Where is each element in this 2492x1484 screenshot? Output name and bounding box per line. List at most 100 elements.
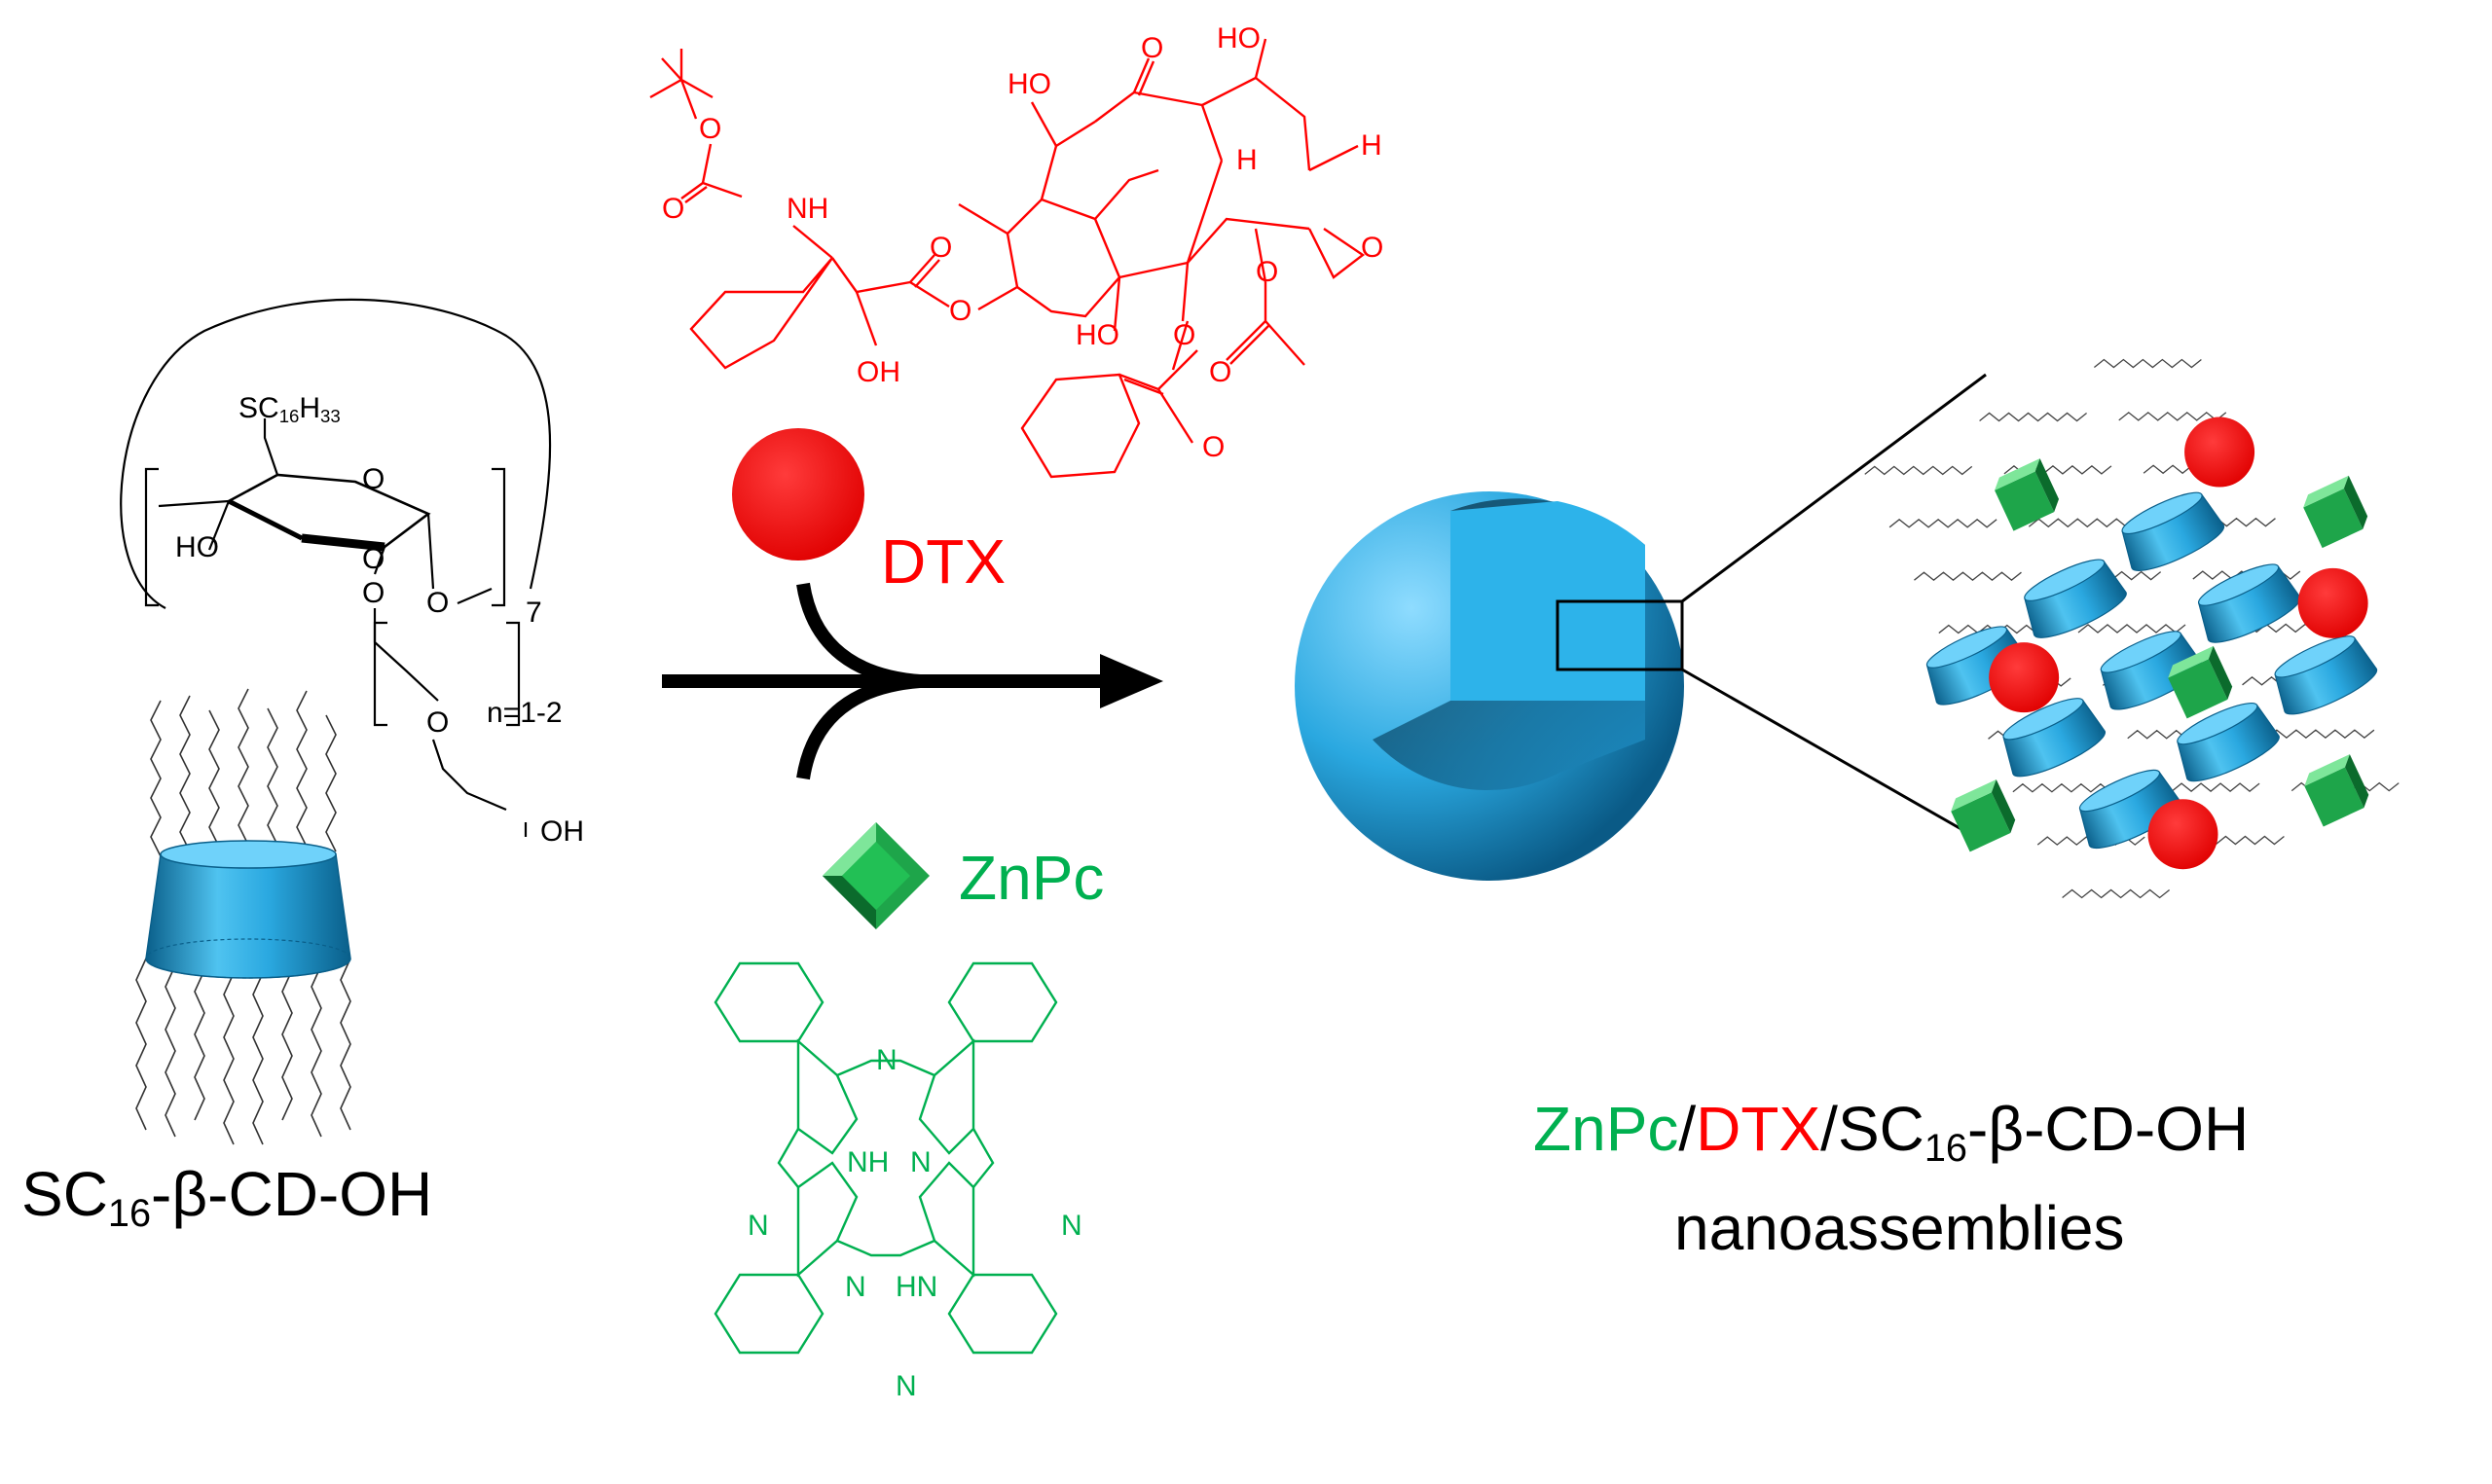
- chain-oxygen-1-label: O: [362, 577, 385, 609]
- lattice-alkyl-chain: [2062, 888, 2171, 899]
- product-label-line1: ZnPc/DTX/SC16-β-CD-OH: [1533, 1094, 2250, 1171]
- dtx-o-boc2: O: [662, 193, 685, 225]
- lattice-dtx-ball: [2297, 567, 2368, 638]
- cd-cartoon: [135, 688, 351, 1145]
- pc-n-bottom: N: [896, 1370, 917, 1402]
- cd-cone-bottom-rim: [145, 938, 351, 979]
- left-link-bond: [158, 499, 230, 508]
- dtx-o-oxetane: O: [1361, 232, 1384, 264]
- left-bracket: [144, 467, 159, 607]
- lattice-alkyl-chain: [2266, 729, 2375, 740]
- cyclodextrin-structure: [120, 298, 552, 837]
- thio-substituent-label: SC16H33: [238, 392, 341, 427]
- chain-oxygen-2-label: O: [426, 706, 450, 739]
- lattice-znpc-cube: [1995, 458, 2060, 531]
- repeat-count-label: 7: [526, 597, 542, 629]
- pc-n-top: N: [876, 1044, 898, 1076]
- lattice-alkyl-chain: [2028, 518, 2137, 528]
- merge-curve-bottom: [796, 674, 921, 780]
- alkyl-tails-top: [150, 688, 337, 857]
- macrocycle-loop: [120, 298, 552, 609]
- pc-nh-left: NH: [847, 1146, 890, 1178]
- ring-oxygen-label: O: [362, 463, 385, 495]
- pc-hn-br: HN: [896, 1271, 938, 1303]
- pc-n-right: N: [1061, 1210, 1082, 1242]
- pc-n-right-inner: N: [910, 1146, 932, 1178]
- alkyl-tails-bottom: [135, 958, 351, 1145]
- lattice-cyclodextrin: [2197, 563, 2301, 643]
- dtx-ho-bottom: HO: [1076, 319, 1119, 351]
- lattice-cyclodextrin: [2177, 702, 2280, 782]
- reaction-arrow: [662, 582, 1163, 780]
- dtx-h-1: H: [1236, 144, 1258, 176]
- anomeric-bond: [426, 513, 435, 590]
- znpc-label: ZnPc: [959, 843, 1105, 913]
- dtx-o-ester1: O: [930, 232, 953, 264]
- lattice-cyclodextrin: [2002, 698, 2107, 778]
- nanoparticle-sphere: [1295, 373, 1987, 881]
- pc-n-left: N: [748, 1210, 769, 1242]
- right-bracket: [492, 467, 506, 607]
- dtx-ho-right: HO: [1217, 22, 1261, 54]
- ring-wedge-left: [227, 498, 304, 541]
- dtx-o-boc1: O: [699, 113, 722, 145]
- dtx-o-ketone: O: [1141, 32, 1164, 64]
- dtx-o-acetyl1: O: [1256, 256, 1279, 288]
- chain-bond-2: [431, 739, 507, 812]
- ring-wedge-front: [301, 533, 385, 552]
- lattice-alkyl-chain: [2118, 412, 2227, 421]
- lattice-cyclodextrin: [2024, 559, 2127, 638]
- ho-bond: [207, 500, 231, 551]
- arrowhead: [1100, 654, 1163, 708]
- o3-label: O: [362, 543, 385, 575]
- lattice-znpc-cube: [2303, 475, 2368, 549]
- glucose-ring: [226, 473, 431, 549]
- lattice-cyclodextrin: [2274, 635, 2378, 715]
- lattice-dtx-ball: [2147, 799, 2218, 870]
- n-bracket-left: [373, 621, 387, 727]
- znpc-cube-icon: [823, 822, 930, 929]
- n-bracket-right: [506, 621, 521, 727]
- o2-bond: [373, 546, 386, 575]
- hydroxyl-label: HO: [175, 531, 219, 563]
- ch2-s-bond: [263, 418, 279, 476]
- zoom-box: [1556, 599, 1684, 671]
- nanoassembly-lattice: [1864, 358, 2400, 899]
- dtx-oh-side: OH: [857, 356, 900, 388]
- merge-curve-top: [796, 582, 921, 688]
- dtx-ho-top: HO: [1008, 68, 1051, 100]
- lattice-dtx-ball: [1989, 642, 2060, 713]
- dtx-ball-icon: [732, 428, 864, 561]
- lattice-alkyl-chain: [1888, 518, 1997, 528]
- glyco-link: [457, 587, 493, 605]
- lattice-alkyl-chain: [1979, 412, 2087, 422]
- lattice-znpc-cube: [2168, 645, 2233, 719]
- cd-cone-body: [145, 853, 351, 979]
- cyclodextrin-name: SC16-β-CD-OH: [21, 1159, 433, 1236]
- docetaxel-structure: [649, 38, 1366, 479]
- pc-n-bl-inner: N: [845, 1271, 866, 1303]
- lattice-dtx-ball: [2184, 416, 2255, 488]
- lattice-alkyl-chain: [2093, 358, 2202, 369]
- zoom-line-top: [1681, 373, 1987, 603]
- zoom-line-bottom: [1681, 668, 1967, 834]
- dtx-label: DTX: [881, 526, 1006, 597]
- glycosidic-oxygen-label: O: [426, 587, 450, 619]
- terminal-hydroxyl-label: OH: [540, 815, 584, 848]
- dtx-o-benz2: O: [1202, 431, 1226, 463]
- phthalocyanine-structure: [714, 961, 1058, 1355]
- dtx-o-benz1: O: [1173, 319, 1196, 351]
- lattice-alkyl-chain: [2077, 624, 2186, 633]
- dtx-o-ester2: O: [949, 295, 972, 327]
- lattice-cyclodextrin: [2121, 491, 2225, 571]
- dtx-h-2: H: [1361, 129, 1382, 162]
- lattice-znpc-cube: [1951, 778, 2016, 852]
- product-label-line2: nanoassemblies: [1674, 1193, 2125, 1263]
- lattice-alkyl-chain: [1864, 465, 1973, 476]
- sphere-cut-face: [1450, 501, 1645, 701]
- dtx-o-acetyl2: O: [1209, 356, 1232, 388]
- lattice-alkyl-chain: [1914, 571, 2022, 582]
- lattice-alkyl-chain: [2012, 782, 2121, 793]
